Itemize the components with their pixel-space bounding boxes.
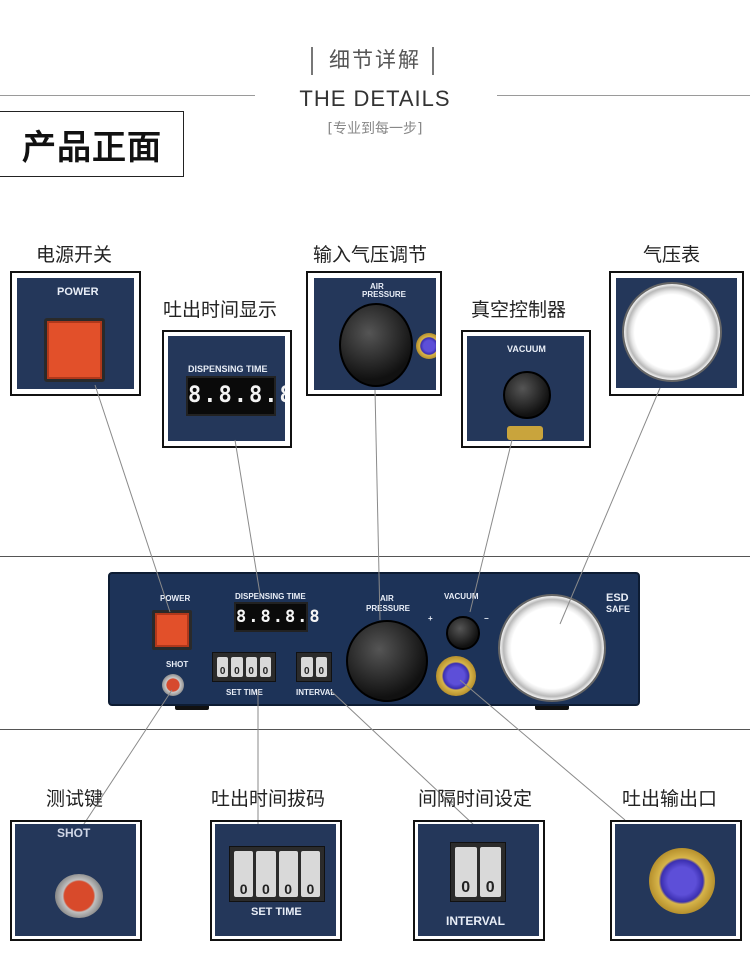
thumb-air-label-1: AIR bbox=[370, 282, 384, 291]
thumb-frame-gauge bbox=[609, 271, 744, 396]
thumb-settime-digit: 0 bbox=[300, 851, 320, 897]
thumb-power: POWER bbox=[17, 278, 134, 389]
device-vacuum-minus: − bbox=[484, 614, 489, 623]
shot-test-button[interactable] bbox=[162, 674, 184, 696]
thumb-air-fitting bbox=[416, 333, 436, 359]
thumb-outlet-fitting bbox=[649, 848, 715, 914]
thumb-frame-display bbox=[162, 330, 292, 448]
label-pressure-gauge: 气压表 bbox=[643, 244, 701, 266]
label-air-pressure-adjust: 输入气压调节 bbox=[313, 244, 428, 266]
output-fitting[interactable] bbox=[436, 656, 476, 696]
connector-test bbox=[79, 689, 173, 831]
power-button-closeup bbox=[44, 318, 105, 382]
thumb-display-title: DISPENSING TIME bbox=[188, 364, 268, 374]
thumb-gauge-dial bbox=[622, 282, 722, 382]
label-interval-setting: 间隔时间设定 bbox=[418, 788, 533, 810]
label-test-key: 测试键 bbox=[46, 788, 104, 810]
device-set-time-label: SET TIME bbox=[226, 688, 263, 697]
device-vacuum-label: VACUUM bbox=[444, 592, 479, 601]
thumb-outlet bbox=[615, 824, 736, 936]
thumb-settime-dip: 0 0 0 0 bbox=[229, 846, 325, 902]
header-bar-left bbox=[311, 47, 313, 75]
connector-gauge bbox=[559, 387, 661, 625]
set-time-digit: 0 bbox=[259, 657, 271, 677]
thumb-air-label-2: PRESSURE bbox=[362, 290, 407, 299]
device-vacuum-plus: + bbox=[428, 614, 433, 623]
thumb-display-digits: 8.8.8.8 bbox=[186, 376, 285, 416]
set-time-digit: 0 bbox=[217, 657, 229, 677]
connector-display bbox=[234, 439, 261, 595]
header-rule-right bbox=[497, 95, 750, 96]
thumb-vacuum-label: VACUUM bbox=[507, 344, 546, 354]
thumb-settime-digit: 0 bbox=[278, 851, 298, 897]
label-output-port: 吐出输出口 bbox=[622, 788, 718, 810]
interval-digit: 0 bbox=[301, 657, 313, 677]
thumb-shot-label: SHOT bbox=[57, 826, 91, 840]
device-interval-label: INTERVAL bbox=[296, 688, 336, 697]
thumb-vacuum-brass bbox=[507, 426, 543, 440]
device-shot-label: SHOT bbox=[166, 660, 189, 669]
device-display-title: DISPENSING TIME bbox=[235, 592, 306, 601]
interval-dip-switch[interactable]: 0 0 bbox=[296, 652, 332, 682]
label-vacuum-controller: 真空控制器 bbox=[471, 299, 567, 321]
connector-air bbox=[374, 389, 381, 621]
thumb-display: DISPENSING TIME 8.8.8.8 bbox=[168, 336, 285, 441]
thumb-power-label: POWER bbox=[57, 286, 99, 298]
device-air-label-1: AIR bbox=[380, 594, 394, 603]
thumb-interval-digit: 0 bbox=[479, 847, 501, 897]
device-esd-2: SAFE bbox=[606, 604, 631, 614]
dispense-time-display: 8.8.8.8 bbox=[234, 602, 320, 632]
thumb-frame-interval bbox=[413, 820, 545, 941]
header-bar-right bbox=[432, 47, 434, 75]
thumb-frame-vacuum bbox=[461, 330, 591, 448]
thumb-test-button bbox=[55, 874, 103, 918]
thumb-interval-label: INTERVAL bbox=[446, 914, 505, 928]
connector-interval bbox=[329, 689, 476, 827]
label-set-time-dip: 吐出时间拔码 bbox=[211, 788, 326, 810]
device-air-label-2: PRESSURE bbox=[366, 604, 411, 613]
thumb-interval: 0 0 INTERVAL bbox=[418, 824, 539, 936]
connector-outlet bbox=[459, 679, 626, 821]
pressure-gauge bbox=[498, 594, 606, 702]
thumb-frame-power bbox=[10, 271, 141, 396]
air-pressure-knob[interactable] bbox=[346, 620, 428, 702]
thumb-settime-digit: 0 bbox=[234, 851, 254, 897]
vacuum-knob[interactable] bbox=[446, 616, 480, 650]
thumb-gauge bbox=[616, 278, 737, 388]
thumb-settime-label: SET TIME bbox=[251, 906, 302, 918]
label-power-switch: 电源开关 bbox=[36, 244, 113, 266]
thumb-air: AIR PRESSURE bbox=[314, 278, 436, 390]
header-rule-left bbox=[0, 95, 255, 96]
thumb-vacuum: VACUUM bbox=[467, 336, 584, 441]
header-cn-title: 细节详解 bbox=[329, 48, 421, 72]
device-esd-1: ESD bbox=[606, 592, 629, 604]
connector-vacuum bbox=[469, 439, 513, 613]
set-time-dip-switch[interactable]: 0 0 0 0 bbox=[212, 652, 276, 682]
thumb-interval-digit: 0 bbox=[455, 847, 477, 897]
thumb-test: SHOT bbox=[15, 824, 136, 936]
thumb-air-knob bbox=[339, 303, 413, 387]
power-button[interactable] bbox=[152, 610, 192, 650]
thumb-vacuum-knob bbox=[503, 371, 551, 419]
set-time-digit: 0 bbox=[245, 657, 257, 677]
thumb-frame-outlet bbox=[610, 820, 742, 941]
thumb-settime: 0 0 0 0 SET TIME bbox=[215, 824, 336, 936]
label-dispense-display: 吐出时间显示 bbox=[163, 299, 278, 321]
section-tag: 产品正面 bbox=[22, 128, 162, 168]
thumb-settime-digit: 0 bbox=[256, 851, 276, 897]
interval-digit: 0 bbox=[315, 657, 327, 677]
thumb-frame-settime bbox=[210, 820, 342, 941]
device-power-label: POWER bbox=[160, 594, 191, 603]
set-time-digit: 0 bbox=[231, 657, 243, 677]
thumb-interval-dip: 0 0 bbox=[450, 842, 506, 902]
thumb-frame-air bbox=[306, 271, 442, 396]
connector-power bbox=[94, 384, 171, 613]
section-tag-box bbox=[0, 111, 184, 177]
header-subtitle: [专业到每一步] bbox=[327, 121, 423, 137]
dispenser-front-panel: POWER SHOT DISPENSING TIME 8.8.8.8 0 0 0… bbox=[108, 572, 640, 706]
header-en-title: THE DETAILS bbox=[299, 86, 451, 111]
thumb-frame-test bbox=[10, 820, 142, 941]
